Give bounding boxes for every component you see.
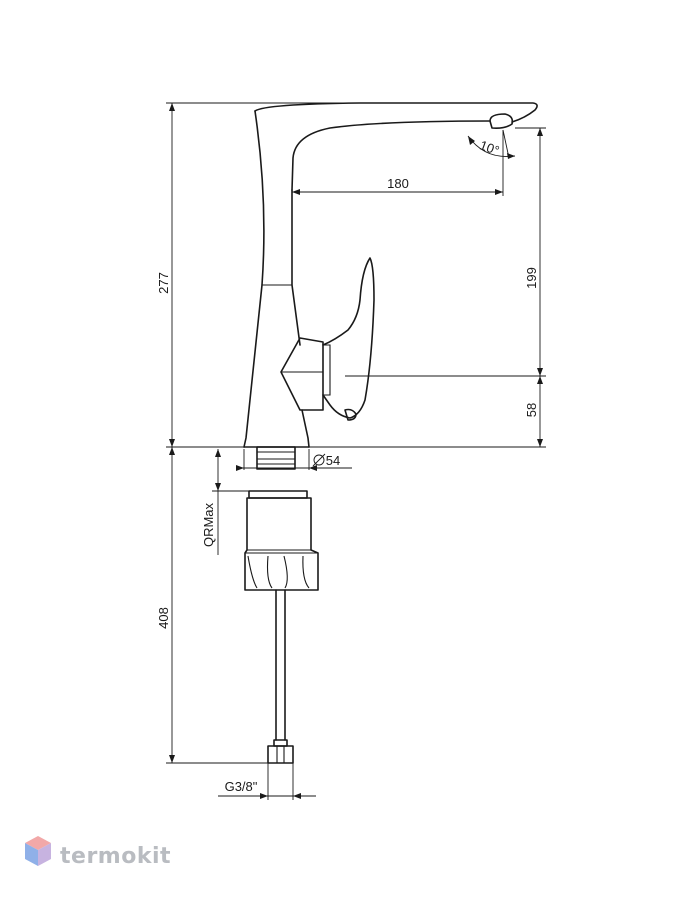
arrow-277-top (169, 103, 175, 111)
dimension-labels: 277 180 199 58 54 QRMax 408 G3/8" 10° (156, 137, 539, 794)
dim-label-mounting-thickness: QRMax (201, 502, 216, 547)
arrow-180-right (495, 189, 503, 195)
arrow-277-bottom (169, 439, 175, 447)
cartridge-housing (280, 337, 324, 411)
handle-tip (344, 408, 357, 421)
arrow-thread-right (293, 793, 301, 799)
arrow-199-bottom (537, 368, 543, 376)
shank (256, 446, 296, 470)
arrow-58-bottom (537, 439, 543, 447)
hose-fitting-nut (267, 745, 294, 764)
dimension-arrows (169, 103, 543, 799)
arrow-408-top (169, 447, 175, 455)
arrow-d54-left (236, 465, 244, 471)
dim-label-408: 408 (156, 607, 171, 629)
spout-top-edge (254, 102, 538, 123)
nut-grip-rib-4 (302, 555, 310, 589)
termokit-watermark: termokit (25, 836, 171, 869)
nut-grip-rib-3 (283, 555, 288, 589)
nut-grip-rib-1 (247, 555, 258, 589)
dim-label-swivel-angle: 10° (478, 137, 502, 158)
spout-lower-edge (291, 120, 491, 191)
mounting-assembly (244, 446, 319, 764)
dim-label-277: 277 (156, 272, 171, 294)
dim-label-199: 199 (524, 267, 539, 289)
arrow-180-left (292, 189, 300, 195)
handle-lever (322, 257, 375, 419)
body-lower-right (301, 409, 310, 448)
fixing-nut (244, 497, 319, 591)
arrow-qr-top (215, 449, 221, 457)
spout-outlet (489, 113, 514, 129)
dimension-lines (166, 102, 546, 800)
faucet-body (243, 102, 538, 448)
washer (248, 490, 308, 499)
arrow-angle-left (468, 136, 475, 145)
arrow-thread-left (260, 793, 268, 799)
body-left-profile (243, 110, 265, 448)
arrow-d54-right (309, 465, 317, 471)
arrow-58-top (537, 376, 543, 384)
arrow-qr-bottom (215, 483, 221, 491)
arrow-408-bottom (169, 755, 175, 763)
diameter-symbol (312, 453, 326, 467)
dim-label-base-diameter: 54 (326, 453, 340, 468)
termokit-brand-text: termokit (60, 844, 171, 869)
dim-label-58: 58 (524, 403, 539, 417)
body-right-profile (291, 189, 301, 346)
dim-label-thread: G3/8" (225, 779, 258, 794)
nut-grip-rib-2 (266, 555, 273, 589)
arrow-angle-right (507, 153, 515, 159)
termokit-logo-icon (25, 836, 51, 866)
hose-fitting-ring (273, 739, 288, 747)
arrow-199-top (537, 128, 543, 136)
dim-label-180: 180 (387, 176, 409, 191)
handle-lever-inner (323, 344, 331, 396)
